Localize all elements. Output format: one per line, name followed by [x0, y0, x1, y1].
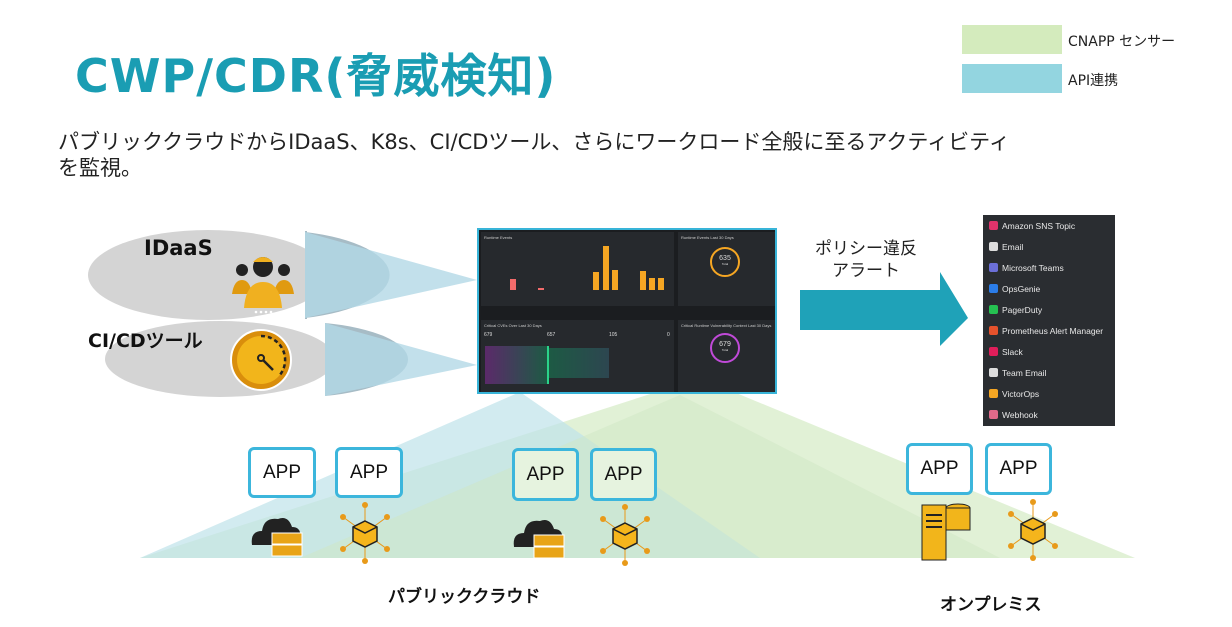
alert-label: ポリシー違反 アラート: [815, 238, 917, 282]
alert-channel-label: Prometheus Alert Manager: [1002, 325, 1104, 336]
security-dashboard[interactable]: Runtime Events Runtime Events Last 30 Da…: [477, 228, 777, 394]
alert-channel-item[interactable]: Team Email: [983, 362, 1115, 383]
alert-channel-item[interactable]: Amazon SNS Topic: [983, 215, 1115, 236]
app-box: APP: [985, 443, 1052, 495]
runtime-event-bar: [649, 277, 656, 290]
cve-stage-value: 105: [609, 332, 618, 338]
opsgenie-icon: [989, 284, 998, 293]
cve-stage-value: 0: [667, 332, 670, 338]
subtitle-line-1: パブリッククラウドからIDaaS、K8s、CI/CDツール、さらにワークロード全…: [58, 130, 1010, 154]
total-label: Total: [721, 348, 729, 352]
container-cluster-icon: [599, 503, 651, 567]
alert-channel-item[interactable]: Email: [983, 236, 1115, 257]
runtime-event-bar: [593, 272, 600, 290]
page-title: CWP/CDR(脅威検知): [75, 49, 557, 103]
container-cluster-icon: [1007, 498, 1059, 562]
events-total: 635: [719, 255, 731, 262]
cves-panel: Critical CVEs Over Last 30 Days 679 657 …: [481, 320, 674, 392]
runtime-events-panel: Runtime Events: [481, 232, 674, 306]
legend-swatch-api: [962, 64, 1062, 93]
runtime-event-bar: [537, 287, 544, 290]
subtitle-line-2: を監視。: [58, 156, 142, 180]
container-cluster-icon: [339, 501, 391, 565]
cloud-server-icon: [251, 517, 303, 557]
alert-arrow: [800, 272, 968, 346]
alert-channel-item[interactable]: Microsoft Teams: [983, 257, 1115, 278]
alert-channel-label: Team Email: [1002, 367, 1047, 378]
public-cloud-label: パブリッククラウド: [388, 587, 541, 607]
alert-channel-label: Amazon SNS Topic: [1002, 220, 1076, 231]
cve-stage-value: 657: [547, 332, 556, 338]
panel-title: Runtime Events: [484, 235, 513, 240]
alert-channel-item[interactable]: Webhook: [983, 404, 1115, 425]
amazon-sns-icon: [989, 221, 998, 230]
alert-channel-label: Email: [1002, 241, 1024, 252]
webhook-icon: [989, 410, 998, 419]
slack-icon: [989, 347, 998, 356]
panel-title: Critical CVEs Over Last 30 Days: [484, 323, 542, 328]
onprem-label: オンプレミス: [940, 595, 1042, 615]
alert-channel-item[interactable]: PagerDuty: [983, 299, 1115, 320]
prometheus-icon: [989, 326, 998, 335]
vuln-total: 679: [719, 341, 731, 348]
team-email-icon: [989, 368, 998, 377]
alert-channel-label: Slack: [1002, 346, 1023, 357]
vuln-context-panel: Critical Runtime Vulnerability Context L…: [678, 320, 775, 392]
app-box: APP: [512, 448, 579, 501]
runtime-event-bar: [639, 270, 646, 290]
people-icon: [232, 257, 294, 314]
onprem-server-icon: [921, 503, 971, 561]
alert-channel-label: Webhook: [1002, 409, 1038, 420]
alert-channel-item[interactable]: Slack: [983, 341, 1115, 362]
alert-label-line: アラート: [832, 261, 900, 281]
alert-channel-label: VictorOps: [1002, 388, 1040, 399]
runtime-event-bar: [611, 270, 618, 290]
gauge-icon: [230, 329, 292, 391]
alert-channel-item[interactable]: VictorOps: [983, 383, 1115, 404]
cicd-label: CI/CDツール: [88, 330, 203, 352]
cloud-server-icon: [513, 519, 565, 559]
panel-title: Critical Runtime Vulnerability Context L…: [681, 323, 772, 328]
cve-stage-value: 679: [484, 332, 493, 338]
pagerduty-icon: [989, 305, 998, 314]
email-icon: [989, 242, 998, 251]
runtime-event-bar: [658, 277, 665, 290]
alert-channel-label: OpsGenie: [1002, 283, 1041, 294]
victorops-icon: [989, 389, 998, 398]
app-box: APP: [906, 443, 973, 495]
app-box: APP: [335, 447, 403, 498]
legend-label-sensor: CNAPP センサー: [1068, 34, 1176, 50]
teams-icon: [989, 263, 998, 272]
runtime-event-bar: [602, 246, 609, 290]
alert-channel-item[interactable]: Prometheus Alert Manager: [983, 320, 1115, 341]
legend-label-api: API連携: [1068, 73, 1119, 89]
runtime-event-bar: [509, 279, 516, 290]
app-box: APP: [590, 448, 657, 501]
legend-swatch-sensor: [962, 25, 1062, 54]
alert-label-line: ポリシー違反: [815, 239, 917, 259]
events-30d-panel: Runtime Events Last 30 Days 635 Total: [678, 232, 775, 306]
panel-title: Runtime Events Last 30 Days: [681, 235, 734, 240]
idaas-label: IDaaS: [144, 236, 213, 260]
app-box: APP: [248, 447, 316, 498]
alert-channel-label: PagerDuty: [1002, 304, 1043, 315]
alert-channel-item[interactable]: OpsGenie: [983, 278, 1115, 299]
total-label: Total: [721, 262, 729, 266]
alert-channel-label: Microsoft Teams: [1002, 262, 1064, 273]
